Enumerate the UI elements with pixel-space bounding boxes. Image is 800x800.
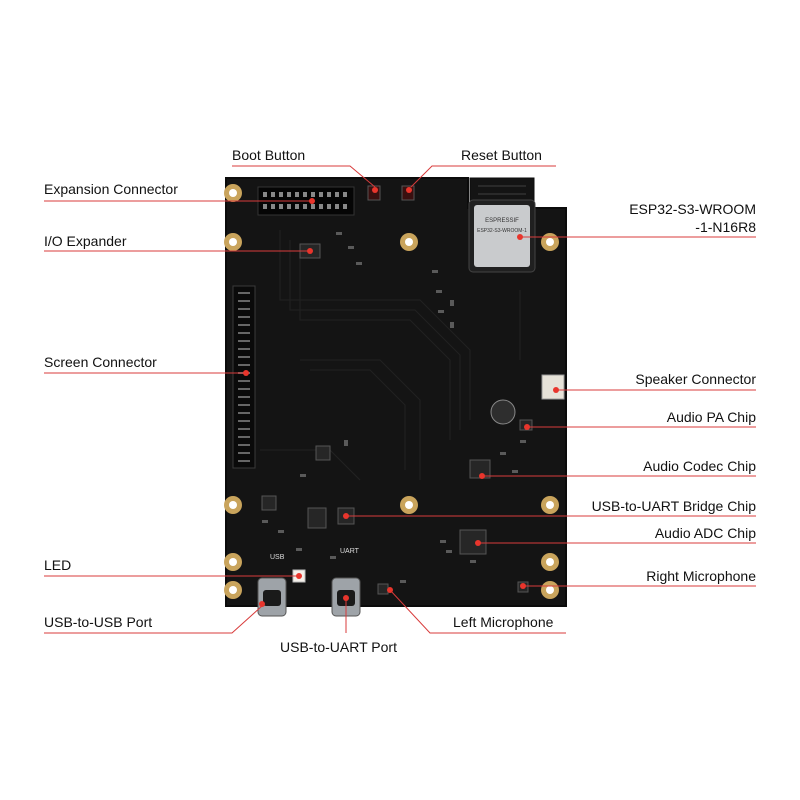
module-label-line2: -1-N16R8 (695, 219, 756, 235)
expansion-connector-label: Expansion Connector (44, 181, 178, 197)
speaker-connector-label: Speaker Connector (635, 371, 756, 387)
left-microphone-label: Left Microphone (453, 614, 554, 630)
leader-usb-port (44, 605, 263, 634)
leader-boot (232, 165, 376, 188)
led-label: LED (44, 557, 72, 573)
regulator-part (307, 507, 327, 529)
leader-reset (410, 165, 556, 188)
usb-port-part (257, 577, 287, 617)
uart-silkscreen: UART (340, 548, 360, 555)
module-brand-text: ESPRESSIF (485, 218, 519, 224)
leader-lines (44, 165, 756, 634)
right-microphone-label: Right Microphone (646, 568, 756, 584)
io-expander-label: I/O Expander (44, 233, 127, 249)
speaker-connector-part (541, 374, 565, 400)
reset-button-label: Reset Button (461, 147, 542, 163)
screen-connector-part (232, 285, 256, 469)
usb-silkscreen: USB (270, 554, 285, 561)
audio-adc-chip-label: Audio ADC Chip (654, 525, 756, 541)
audio-pa-chip-label: Audio PA Chip (666, 409, 756, 425)
pcb-traces (260, 230, 521, 481)
screen-connector-label: Screen Connector (44, 354, 157, 370)
module-label-line1: ESP32-S3-WROOM (629, 201, 756, 217)
left-mic-part (377, 583, 389, 595)
audio-adc-part (459, 529, 487, 555)
usb-uart-port-label: USB-to-UART Port (280, 639, 397, 655)
smd-components (262, 232, 526, 589)
target-dots (243, 187, 559, 607)
small-chip-part (315, 445, 331, 461)
capacitor-part (490, 399, 516, 425)
audio-codec-chip-label: Audio Codec Chip (643, 458, 756, 474)
small-chip-part-2 (261, 495, 277, 511)
usb-uart-bridge-label: USB-to-UART Bridge Chip (591, 498, 756, 514)
pcb-board (225, 177, 567, 607)
leader-left-mic (389, 589, 566, 634)
module-part: ESPRESSIF ESP32-S3-WROOM-1 (468, 199, 536, 273)
boot-button-label: Boot Button (232, 147, 306, 163)
usb-usb-port-label: USB-to-USB Port (44, 614, 153, 630)
module-name-text: ESP32-S3-WROOM-1 (477, 228, 527, 234)
